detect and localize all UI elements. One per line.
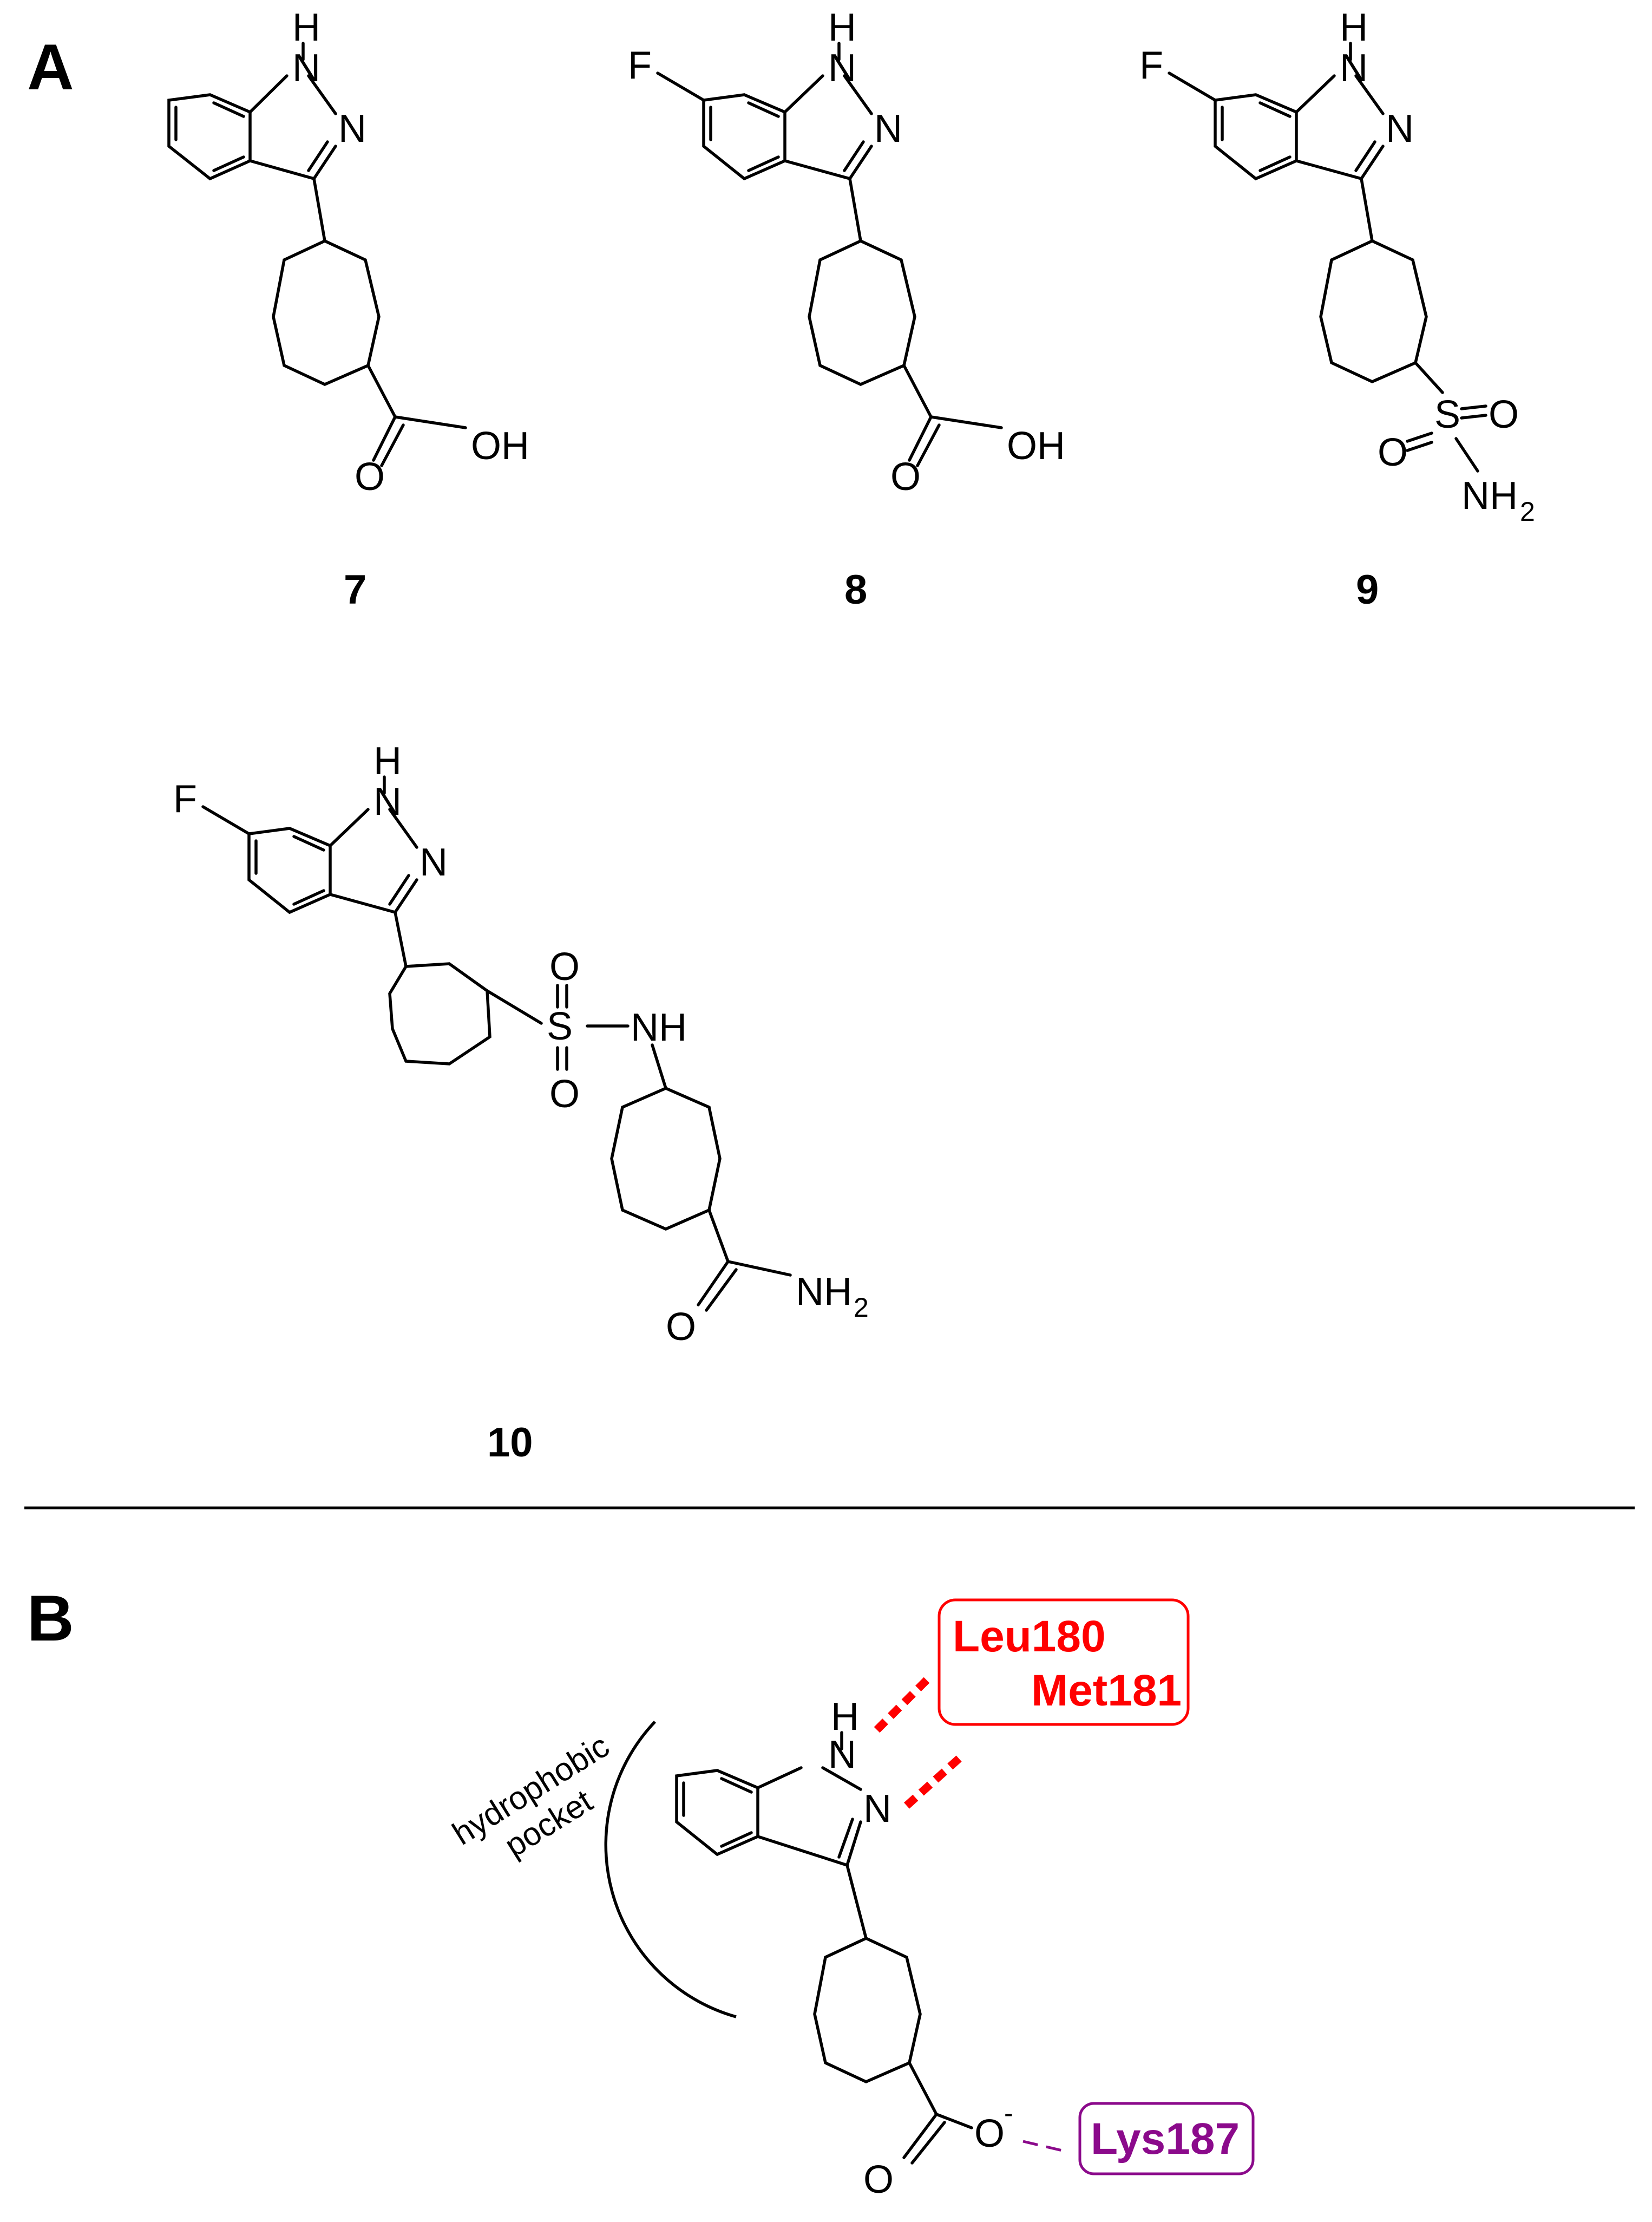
atom-n2: N	[874, 107, 902, 151]
atom-oh: OH	[1007, 424, 1065, 468]
compound-10-structure: F H N N S O O NH O NH 2	[173, 740, 869, 1349]
compound-8-label: 8	[844, 567, 867, 613]
atom-h: H	[292, 6, 320, 49]
atom-n1: N	[1340, 47, 1368, 90]
compound-7-structure: H N N O OH	[167, 6, 529, 499]
atom-h: H	[1340, 6, 1368, 49]
atom-o: O	[890, 455, 921, 499]
lys187-label: Lys187	[1091, 2114, 1240, 2164]
hydrophobic-pocket-arc	[604, 1721, 737, 2018]
atom-n1: N	[828, 47, 856, 90]
lys187-box	[1078, 2102, 1255, 2175]
atom-o: O	[863, 2158, 894, 2201]
atom-n1: N	[373, 780, 402, 824]
atom-n1: N	[292, 47, 320, 90]
hinge-residue-leu180: Leu180	[953, 1612, 1106, 1661]
atom-oh: OH	[471, 424, 529, 468]
bound-ligand-structure: H N N O O -	[675, 1695, 1013, 2201]
compound-10-label: 10	[487, 1420, 533, 1466]
atom-o: O	[355, 455, 385, 499]
atom-nh2-subscript: 2	[1520, 496, 1535, 527]
atom-o2: O	[549, 1073, 580, 1116]
atom-nh2: NH	[796, 1270, 852, 1313]
atom-f: F	[1139, 44, 1163, 87]
atom-h: H	[373, 740, 402, 783]
panel-a-label: A	[27, 31, 74, 103]
compound-8-structure: F H N N O OH	[628, 6, 1065, 499]
atom-nh2: NH	[1461, 474, 1518, 518]
atom-n2: N	[863, 1787, 891, 1831]
atom-charge: -	[1004, 2098, 1013, 2128]
atom-n2: N	[419, 841, 448, 884]
atom-n2: N	[1386, 107, 1414, 151]
atom-o1: O	[549, 945, 580, 989]
compound-7-label: 7	[344, 567, 366, 613]
hinge-residue-box	[938, 1598, 1190, 1726]
atom-f: F	[173, 777, 197, 821]
panel-b-label: B	[27, 1582, 74, 1655]
atom-o1: O	[1489, 393, 1519, 436]
atom-nh-link: NH	[631, 1006, 687, 1049]
hinge-residue-met181: Met181	[1031, 1666, 1182, 1715]
atom-o2: O	[1378, 431, 1408, 474]
atom-h: H	[828, 6, 856, 49]
compound-9-structure: F H N N S O O NH 2	[1139, 6, 1535, 527]
atom-n2: N	[338, 107, 366, 151]
compound-9-label: 9	[1356, 567, 1379, 613]
atom-s: S	[1434, 393, 1460, 436]
atom-h: H	[831, 1695, 859, 1739]
salt-bridge-lys187	[1022, 2140, 1070, 2154]
hbond-n-met181	[903, 1754, 964, 1809]
atom-nh2-subscript: 2	[854, 1292, 869, 1323]
atom-o: O	[666, 1305, 696, 1349]
atom-n1: N	[828, 1733, 856, 1776]
hbond-nh-leu180	[874, 1675, 932, 1733]
atom-o-minus: O	[974, 2112, 1005, 2155]
atom-f: F	[628, 44, 652, 87]
atom-s: S	[547, 1005, 573, 1048]
